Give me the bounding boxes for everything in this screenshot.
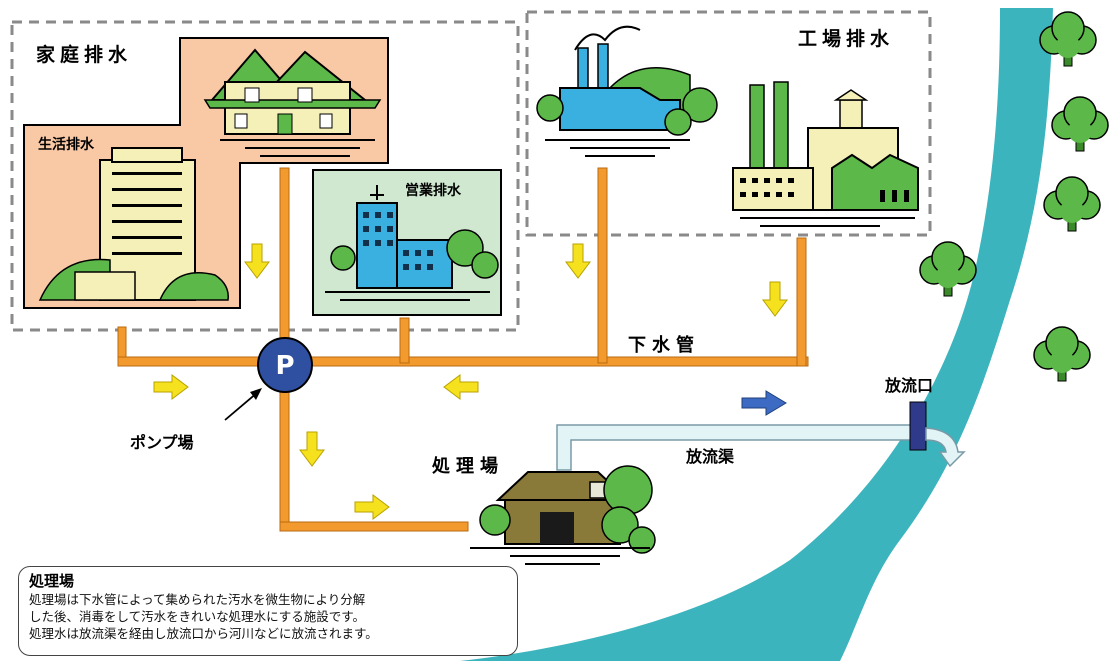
factory-illustration-right [732, 81, 919, 227]
flow-arrow-down [565, 243, 591, 279]
note-title: 処理場 [29, 572, 75, 590]
outfall-gate [909, 401, 927, 451]
sewer-label: 下水管 [628, 334, 700, 356]
business-building-illustration [325, 185, 499, 301]
flow-arrow-down [762, 281, 788, 317]
discharge-flow-arrow [741, 390, 787, 416]
note-line: した後、消毒をして汚水をきれいな処理水にする施設です。 [29, 609, 366, 624]
flow-arrow-down [244, 243, 270, 279]
house-illustration [203, 48, 382, 157]
outfall-flow-arrow [925, 427, 966, 468]
tree-icon [919, 241, 977, 297]
treatment-label: 処理場 [432, 455, 504, 477]
business-label: 営業排水 [405, 182, 462, 199]
outfall-label: 放流口 [884, 376, 933, 395]
discharge-channel-label: 放流渠 [685, 447, 735, 466]
note-line: 処理水は放流渠を経由し放流口から河川などに放流されます。 [29, 626, 378, 641]
apartment-illustration [38, 147, 229, 301]
pump-pointer-arrow [224, 388, 262, 421]
living-label: 生活排水 [38, 136, 95, 153]
tree-icon [1043, 176, 1101, 232]
pump-letter: P [275, 351, 294, 381]
flow-arrow-down [299, 431, 325, 467]
flow-arrow-left [443, 374, 479, 400]
pump-symbol [257, 337, 313, 393]
sewer-pipes [117, 167, 809, 532]
tree-icon [1051, 96, 1109, 152]
pump-station-label: ポンプ場 [130, 433, 194, 452]
treatment-note-box: 処理場 処理場は下水管によって集められた汚水を微生物により分解 した後、消毒をし… [18, 566, 518, 656]
factory-label: 工場排水 [798, 27, 894, 50]
tree-icon [1033, 326, 1091, 382]
flow-arrow-right [153, 374, 189, 400]
household-label: 家庭排水 [36, 43, 132, 66]
river [460, 8, 1053, 661]
note-line: 処理場は下水管によって集められた汚水を微生物により分解 [29, 592, 366, 607]
treatment-plant-illustration [470, 465, 656, 565]
flow-arrow-right [354, 494, 390, 520]
discharge-channel [556, 424, 919, 471]
factory-illustration-left [536, 25, 718, 157]
